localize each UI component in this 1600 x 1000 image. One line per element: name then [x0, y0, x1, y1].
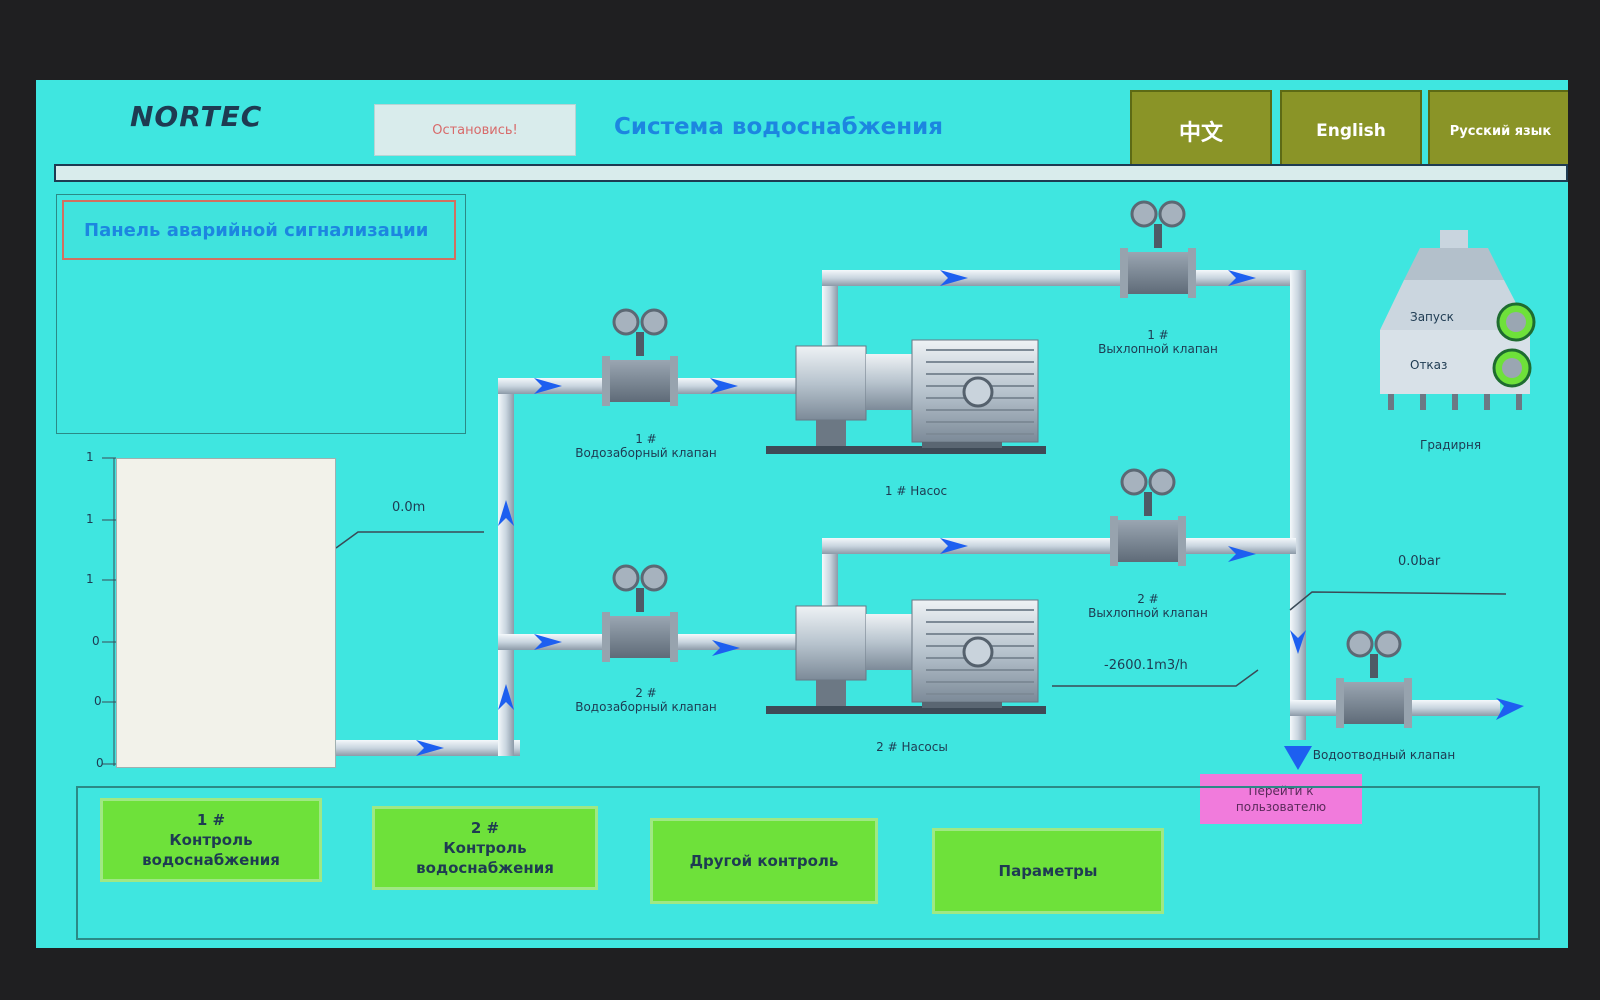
- flow-arrows: [416, 270, 1524, 770]
- drain-valve-label: Водоотводный клапан: [1312, 748, 1456, 762]
- tower-start-label: Запуск: [1410, 310, 1454, 324]
- water-tank-level-bar: [116, 458, 336, 768]
- level-tick: 1: [86, 512, 94, 526]
- bottom-nav-panel: [76, 786, 1540, 940]
- process-diagram: [102, 200, 1536, 770]
- alarm-panel-title[interactable]: Панель аварийной сигнализации: [62, 200, 456, 260]
- tower-stop-indicator[interactable]: [1492, 348, 1532, 388]
- tower-start-indicator[interactable]: [1496, 302, 1536, 342]
- parameters-button[interactable]: Параметры: [932, 828, 1164, 914]
- hmi-screen: NORTEC Остановись! Система водоснабжения…: [36, 80, 1568, 948]
- brand-logo: NORTEC: [130, 100, 263, 133]
- goto-user-button[interactable]: Перейти к пользователю: [1200, 774, 1362, 824]
- header-divider-bar: [54, 164, 1568, 182]
- pump-2[interactable]: [766, 599, 1046, 714]
- pump-2-label: 2 # Насосы: [876, 740, 948, 754]
- level-tick: 0: [96, 756, 104, 770]
- language-russian-button[interactable]: Русский язык: [1428, 90, 1568, 172]
- pump-1[interactable]: [766, 339, 1046, 454]
- level-tick: 1: [86, 450, 94, 464]
- emergency-stop-button[interactable]: Остановись!: [374, 104, 576, 156]
- water-supply-control-2-button[interactable]: 2 # Контроль водоснабжения: [372, 806, 598, 890]
- pump-1-label: 1 # Насос: [884, 484, 948, 498]
- cooling-tower-label: Градирня: [1420, 438, 1482, 452]
- valve-intake-2[interactable]: [602, 564, 678, 662]
- page-title: Система водоснабжения: [614, 114, 943, 140]
- valve-outlet-2[interactable]: [1110, 468, 1186, 566]
- alarm-panel: [56, 194, 466, 434]
- outlet-valve-1-label: 1 # Выхлопной клапан: [1098, 328, 1218, 356]
- outlet-valve-2-label: 2 # Выхлопной клапан: [1088, 592, 1208, 620]
- pressure-value: 0.0bar: [1398, 554, 1441, 569]
- valve-outlet-1[interactable]: [1120, 200, 1196, 298]
- other-control-button[interactable]: Другой контроль: [650, 818, 878, 904]
- level-scale: [102, 457, 116, 766]
- language-chinese-button[interactable]: 中文: [1130, 90, 1272, 172]
- flow-rate-value: -2600.1m3/h: [1104, 658, 1188, 673]
- level-tick: 0: [92, 634, 100, 648]
- level-tick: 0: [94, 694, 102, 708]
- valve-intake-1[interactable]: [602, 308, 678, 406]
- valve-drain[interactable]: [1336, 630, 1412, 728]
- level-tick: 1: [86, 572, 94, 586]
- intake-valve-1-label: 1 # Водозаборный клапан: [575, 432, 717, 460]
- water-supply-control-1-button[interactable]: 1 # Контроль водоснабжения: [100, 798, 322, 882]
- leader-lines: [335, 531, 1507, 687]
- language-english-button[interactable]: English: [1280, 90, 1422, 172]
- tower-stop-label: Отказ: [1410, 358, 1448, 372]
- tank-level-value: 0.0m: [392, 500, 426, 515]
- intake-valve-2-label: 2 # Водозаборный клапан: [575, 686, 717, 714]
